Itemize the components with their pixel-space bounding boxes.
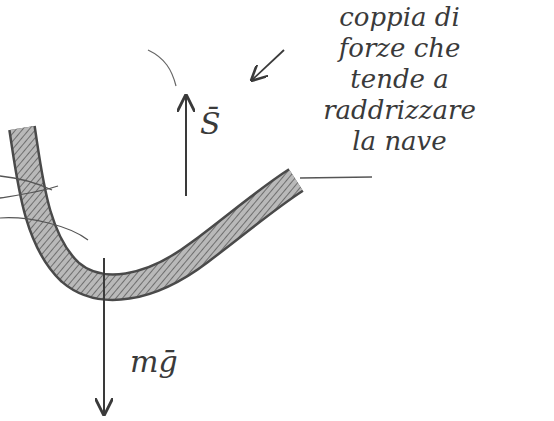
- force-arrow: [185, 96, 187, 196]
- note-text: coppia di forze che tende a raddrizzare …: [312, 2, 487, 157]
- force-arrow: [103, 258, 105, 414]
- force-label: S̄: [200, 106, 221, 142]
- callout-arrow: [252, 50, 284, 80]
- water-line: [300, 177, 372, 178]
- leader-line: [0, 176, 52, 190]
- leader-line: [0, 218, 88, 240]
- hull-outline: [22, 128, 296, 287]
- leader-line: [0, 186, 58, 198]
- force-label: mḡ: [130, 344, 178, 380]
- leader-line: [148, 50, 176, 86]
- hull-fill: [22, 128, 296, 287]
